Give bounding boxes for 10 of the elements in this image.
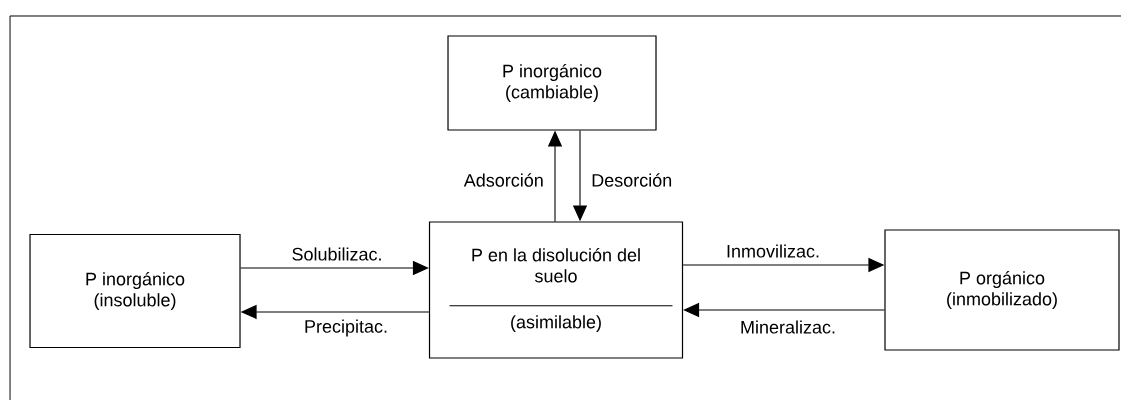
edge-label: Solubilizac.: [290, 246, 384, 262]
edge-label: Precipitac.: [303, 318, 390, 338]
edge-label: Inmovilizac.: [725, 243, 821, 259]
process-box: P en la disolución del suelo (asimilable): [428, 221, 684, 359]
process-box: P orgánico (inmobilizado): [884, 229, 1120, 351]
edge-label: Mineralizac.: [739, 319, 837, 335]
edge-label: Adsorción: [462, 172, 545, 188]
process-box: P inorgánico (insoluble): [29, 233, 241, 349]
edge-label: Desorción: [590, 172, 674, 188]
process-box: P inorgánico (cambiable): [447, 35, 657, 131]
